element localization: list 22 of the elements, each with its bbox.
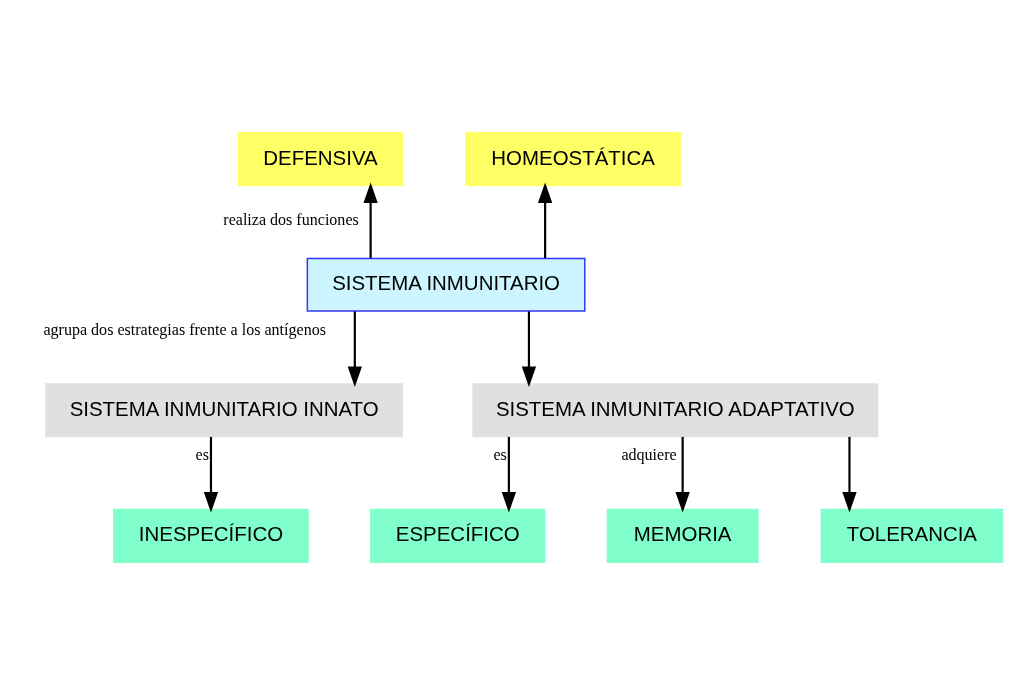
arrow [675,436,690,513]
arrow [363,182,378,259]
edge-label: agrupa dos estrategias frente a los antígenos [43,320,326,338]
node-box: SISTEMA INMUNITARIO INNATO [45,383,403,438]
arrow [842,436,857,513]
node-box: SISTEMA INMUNITARIO [306,257,586,312]
node-box: INESPECÍFICO [113,508,309,563]
node-box: SISTEMA INMUNITARIO ADAPTATIVO [472,383,879,438]
node-box: TOLERANCIA [820,508,1004,563]
node-box: HOMEOSTÁTICA [465,132,682,187]
arrow [521,311,537,387]
arrow [203,436,219,513]
arrow [347,311,362,387]
edge-label: es [493,446,507,464]
arrow [501,436,517,513]
arrow [537,182,553,259]
edge-label: adquiere [621,446,677,464]
edge-label: realiza dos funciones [223,211,359,229]
node-box: MEMORIA [606,508,759,563]
node-box: ESPECÍFICO [370,508,546,563]
node-box: DEFENSIVA [238,132,403,187]
edge-label: es [195,446,209,464]
